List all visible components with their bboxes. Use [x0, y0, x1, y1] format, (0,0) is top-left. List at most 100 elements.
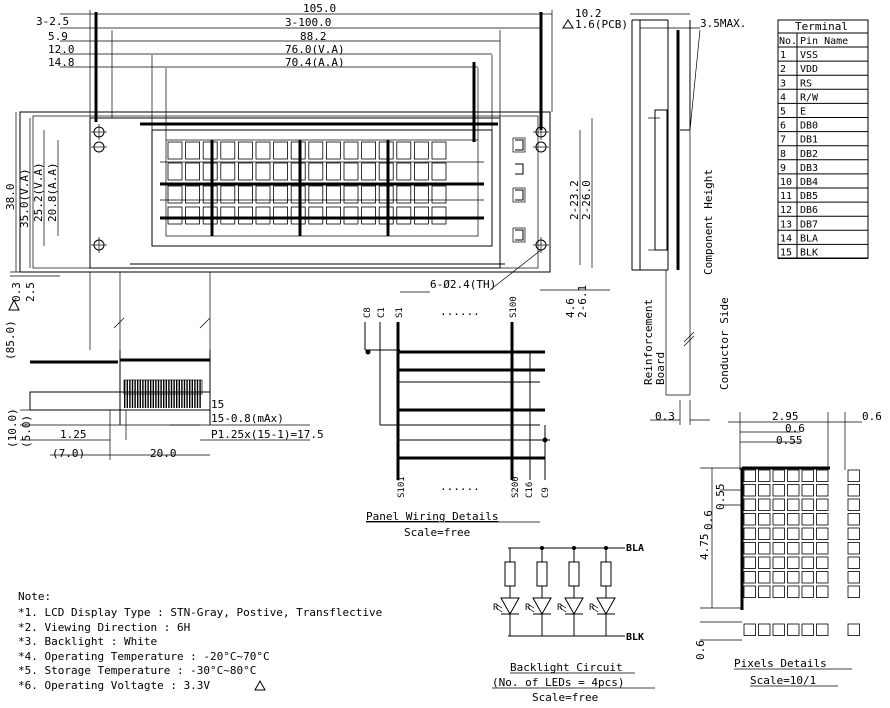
pixel-dot	[772, 513, 785, 526]
terminal-pin-number: 12	[780, 205, 792, 216]
pixel-dot	[758, 498, 771, 511]
dim-12: 12.0	[48, 43, 75, 56]
pixel-dot	[787, 585, 800, 598]
wiring-label-s200: S200	[511, 476, 521, 498]
terminal-header-no: No.	[779, 36, 797, 47]
pixel-dot	[816, 484, 829, 497]
lcd-character-cell	[413, 185, 429, 204]
pixel-dot	[816, 498, 829, 511]
notes: Note: *1. LCD Display Type : STN-Gray, P…	[18, 590, 382, 692]
pixel-dot	[772, 527, 785, 540]
pixel-dim-0-55-top: 0.55	[776, 434, 803, 447]
terminal-pin-number: 9	[780, 163, 786, 174]
pixel-dot	[772, 571, 785, 584]
dim-2-5: 2.5	[24, 282, 37, 302]
lcd-character-cell	[325, 162, 341, 181]
lcd-character-cell	[413, 141, 429, 160]
lcd-character-cell	[290, 206, 306, 225]
lcd-character-cell	[343, 185, 359, 204]
note-6: *6. Operating Voltagte : 3.3V	[18, 679, 210, 692]
viewing-area	[151, 129, 493, 247]
pixel-dot	[758, 513, 771, 526]
dim-85: (85.0)	[4, 320, 17, 360]
pixel-dot	[787, 556, 800, 569]
wiring-title: Panel Wiring Details	[366, 510, 498, 523]
pixel-dot	[758, 585, 771, 598]
led-diode-icon	[596, 597, 616, 616]
dim-5-9: 5.9	[48, 30, 68, 43]
terminal-pin-name: VSS	[800, 50, 818, 61]
lcd-character-cell	[413, 162, 429, 181]
lcd-character-cell	[237, 162, 253, 181]
conductor-side-label: Conductor Side	[718, 297, 731, 390]
lcd-character-cell	[202, 162, 218, 181]
backlight-scale: Scale=free	[532, 691, 598, 704]
dim-7: (7.0)	[52, 447, 85, 460]
terminal-pin-number: 3	[780, 78, 786, 89]
lcd-character-cell	[185, 206, 201, 225]
led-arrow-mark: R	[493, 603, 499, 613]
bla-label: BLA	[626, 543, 644, 554]
led-diode-icon	[564, 597, 584, 616]
lcd-character-cell	[273, 162, 289, 181]
reinforcement-label-line1: Reinforcement	[642, 299, 655, 385]
pixel-dot-next	[847, 498, 860, 511]
pixel-dot	[816, 527, 829, 540]
pixel-dot-next	[847, 469, 860, 482]
pin-detail: (10.0) (5.0) 1.25 (7.0) 20.0 15 15-0.8(m…	[6, 272, 324, 460]
terminal-pin-name: VDD	[800, 64, 818, 75]
terminal-pin-number: 6	[780, 121, 786, 132]
pixel-dot	[787, 542, 800, 555]
dim-20-8-aa: 20.8(A.A)	[46, 162, 59, 222]
note-3: *3. Backlight : White	[18, 635, 157, 648]
pin-width-label: 15-0.8(mAx)	[211, 412, 284, 425]
reinforcement-label-line2: Board	[654, 352, 667, 385]
lcd-character-cell	[325, 206, 341, 225]
lcd-character-cell	[378, 185, 394, 204]
lcd-character-cell	[273, 185, 289, 204]
terminal-pin-name: DB4	[800, 177, 818, 188]
wiring-dots-bottom: ......	[440, 480, 480, 493]
pixel-dim-0-6-top: 0.6	[785, 422, 805, 435]
terminal-pin-number: 5	[780, 107, 786, 118]
notes-title: Note:	[18, 590, 51, 603]
led-arrow-mark: R	[525, 603, 531, 613]
pixel-dot	[772, 498, 785, 511]
wiring-label-c8: C8	[363, 307, 373, 318]
pixel-dot	[801, 542, 814, 555]
pixel-dot	[801, 623, 814, 636]
lcd-character-cell	[255, 206, 271, 225]
lcd-character-cell	[290, 141, 306, 160]
terminal-pin-number: 10	[780, 177, 792, 188]
note-5: *5. Storage Temperature : -30°C~80°C	[18, 664, 256, 677]
connector-pads	[512, 137, 526, 243]
pixel-dot	[743, 484, 756, 497]
lcd-character-cell	[431, 185, 447, 204]
lcd-character-cell	[396, 206, 412, 225]
pixels-detail: 2.95 0.6 0.6 0.55 4.75 0.6 0.55 0.6 Pixe…	[694, 410, 882, 687]
dim-10: (10.0)	[6, 408, 19, 448]
dim-105: 105.0	[303, 2, 336, 15]
lcd-character-cell	[167, 141, 183, 160]
backlight-title: Backlight Circuit	[510, 661, 623, 674]
lcd-character-cell	[308, 206, 324, 225]
front-view: 3-2.5 105.0 5.9 3-100.0 12.0 88.2 14.8 7…	[4, 2, 746, 360]
lcd-character-cell	[343, 141, 359, 160]
led-resistor	[536, 561, 548, 587]
pixel-dot	[772, 585, 785, 598]
lcd-character-cell	[396, 185, 412, 204]
led-resistor	[600, 561, 612, 587]
wiring-label-c9: C9	[541, 487, 551, 498]
pixel-dot-next	[847, 585, 860, 598]
lcd-character-cell	[185, 185, 201, 204]
pixel-dot	[758, 469, 771, 482]
pixel-dot	[758, 556, 771, 569]
dim-70-4-aa: 70.4(A.A)	[285, 56, 345, 69]
lcd-character-cell	[255, 185, 271, 204]
revision-triangle-icon	[562, 19, 574, 29]
backlight-subtitle: (No. of LEDs = 4pcs)	[492, 676, 624, 689]
pixel-dot-next	[847, 623, 860, 636]
led-arrow-mark: R	[557, 603, 563, 613]
pixel-dot	[787, 498, 800, 511]
lcd-character-cell	[308, 162, 324, 181]
